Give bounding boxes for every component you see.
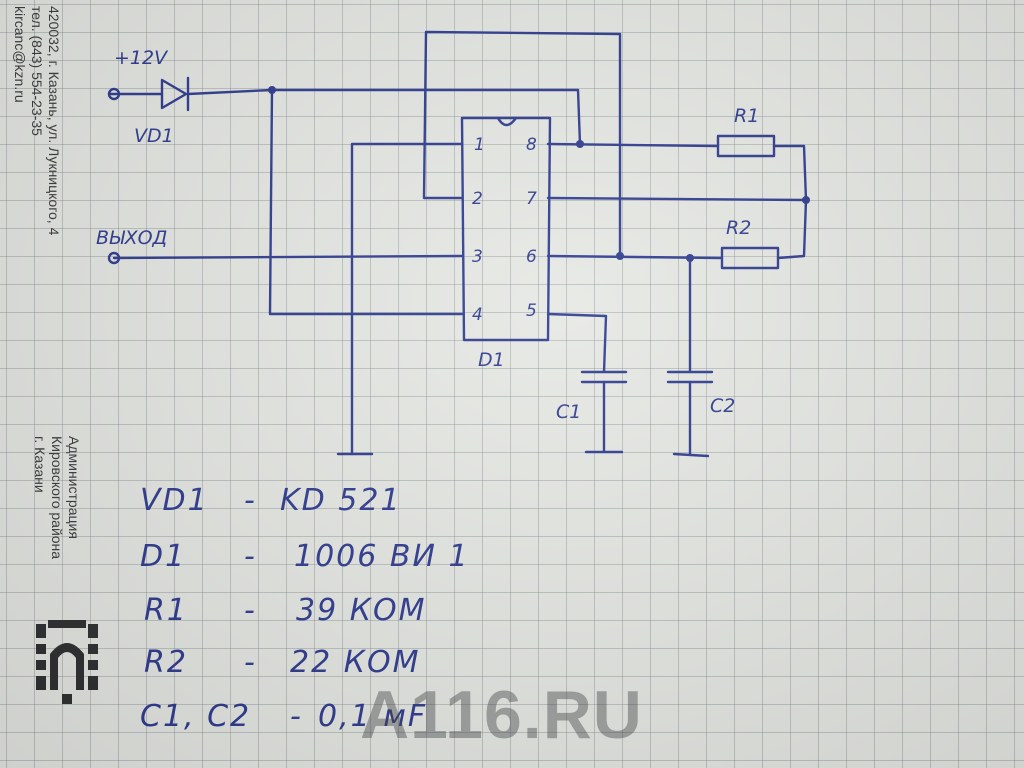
part-ref: C1, C2 xyxy=(140,699,251,734)
part-ref: R2 xyxy=(144,645,188,680)
part-dash: - xyxy=(244,539,257,574)
capacitor-c2 xyxy=(666,370,714,384)
part-ref: VD1 xyxy=(140,483,209,518)
diode-label: VD1 xyxy=(134,125,174,147)
r1-wire xyxy=(772,144,808,202)
part-value: 0,1 мF xyxy=(318,699,427,734)
loop-wire xyxy=(422,30,622,258)
c1-wire xyxy=(546,312,608,374)
part-dash: - xyxy=(244,483,257,518)
c2-label: C2 xyxy=(710,395,735,417)
r1-wire xyxy=(546,142,720,148)
c1-label: C1 xyxy=(556,401,581,423)
chip-label: D1 xyxy=(478,349,505,371)
resistor-r2 xyxy=(720,246,780,270)
supply-label: +12V xyxy=(114,47,169,69)
ground-wire xyxy=(350,142,464,456)
output-terminal xyxy=(107,251,121,265)
output-wire xyxy=(112,254,464,260)
resistor-r1 xyxy=(716,134,776,158)
pin7-wire xyxy=(546,196,808,260)
output-label: ВЫХОД xyxy=(96,227,167,249)
pin-5-label: 5 xyxy=(526,301,537,321)
pin-3-label: 3 xyxy=(472,247,483,267)
junction-dots xyxy=(268,86,810,262)
pin-1-label: 1 xyxy=(474,135,485,155)
supply-terminal xyxy=(107,87,121,101)
chip-notch xyxy=(496,116,518,127)
parts-list: VD1 - KD 521 D1 - 1006 ВИ 1 R1 - 39 КОМ … xyxy=(140,483,470,734)
part-dash: - xyxy=(290,699,303,734)
capacitor-c1 xyxy=(580,370,628,384)
r2-wire xyxy=(546,254,724,260)
r1-label: R1 xyxy=(734,105,759,127)
ground-symbol xyxy=(672,452,710,458)
r2-label: R2 xyxy=(726,217,751,239)
part-value: 22 КОМ xyxy=(290,645,421,680)
chip-body xyxy=(460,116,552,342)
site-watermark: A116.RU xyxy=(360,677,643,753)
coat-of-arms-icon xyxy=(36,620,98,704)
pin-8-label: 8 xyxy=(526,135,537,155)
pin-7-label: 7 xyxy=(526,189,537,209)
part-dash: - xyxy=(244,593,257,628)
part-ref: D1 xyxy=(140,539,186,574)
diode-symbol xyxy=(160,76,190,112)
part-value: 1006 ВИ 1 xyxy=(294,539,470,574)
rail-wire xyxy=(268,88,464,316)
part-value: 39 КОМ xyxy=(296,593,427,628)
pin-4-label: 4 xyxy=(472,305,483,325)
pin-6-label: 6 xyxy=(526,247,537,267)
pin-2-label: 2 xyxy=(472,189,483,209)
part-ref: R1 xyxy=(144,593,188,628)
part-dash: - xyxy=(244,645,257,680)
part-value: KD 521 xyxy=(280,483,402,518)
